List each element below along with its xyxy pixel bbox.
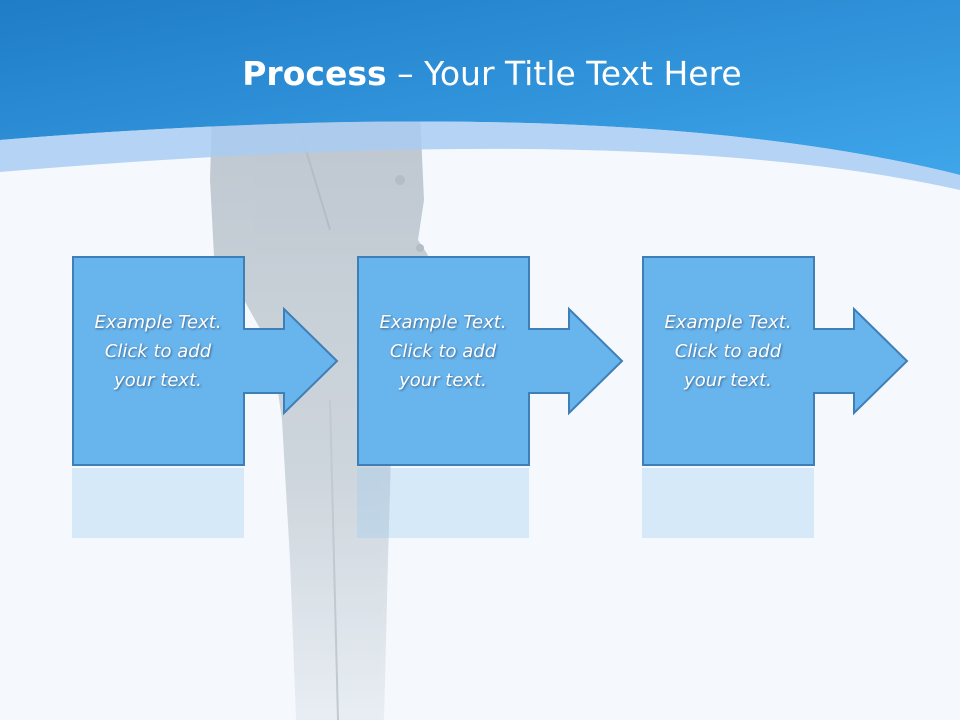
process-step-1[interactable]: Example Text. Click to add your text. xyxy=(72,256,362,468)
step-text-line: your text. xyxy=(399,370,487,391)
step-text: Example Text. Click to add your text. xyxy=(357,308,529,395)
title-bold: Process xyxy=(242,54,387,93)
arrow-block-shape xyxy=(72,256,339,466)
step-text-line: your text. xyxy=(114,370,202,391)
step-reflections xyxy=(72,468,814,538)
arrow-block-shape xyxy=(642,256,909,466)
step-text-line: Example Text. xyxy=(379,312,507,333)
step-text-line: Example Text. xyxy=(94,312,222,333)
header-band xyxy=(0,0,960,175)
process-step-2[interactable]: Example Text. Click to add your text. xyxy=(357,256,647,468)
step-text-line: Click to add xyxy=(389,341,497,362)
step-text: Example Text. Click to add your text. xyxy=(72,308,244,395)
step-text: Example Text. Click to add your text. xyxy=(642,308,814,395)
step-text-line: your text. xyxy=(684,370,772,391)
step-text-line: Click to add xyxy=(674,341,782,362)
arrow-block-shape xyxy=(357,256,624,466)
title-rest: – Your Title Text Here xyxy=(386,54,742,93)
step-text-line: Example Text. xyxy=(664,312,792,333)
slide-title[interactable]: Process – Your Title Text Here xyxy=(0,52,960,96)
process-step-3[interactable]: Example Text. Click to add your text. xyxy=(642,256,932,468)
header-swoosh xyxy=(0,121,960,190)
step-text-line: Click to add xyxy=(104,341,212,362)
